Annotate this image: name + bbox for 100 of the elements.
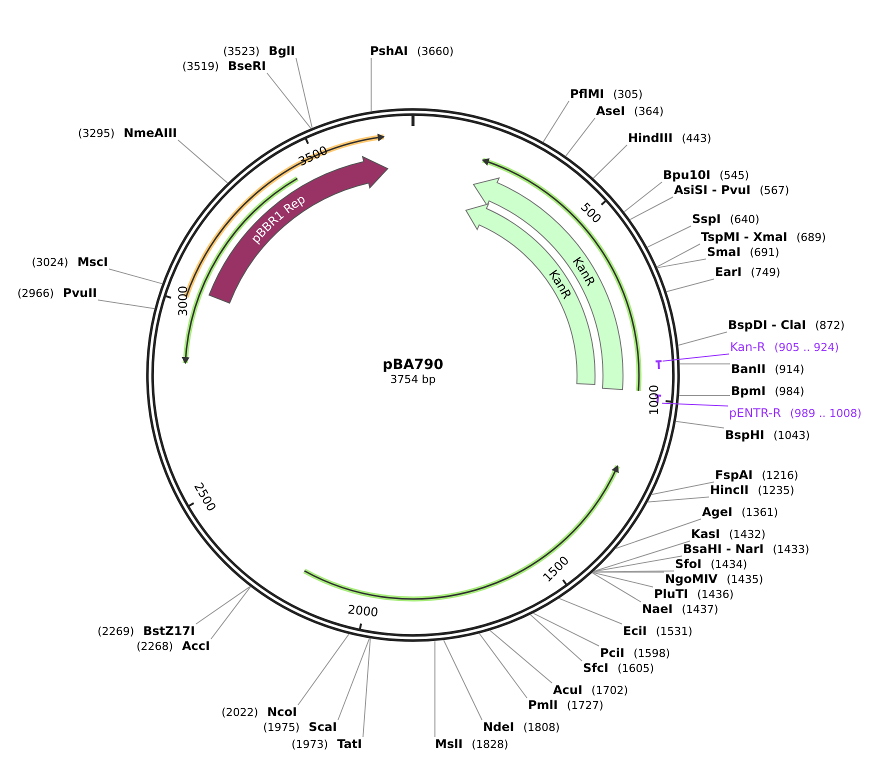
site-position: (984) (774, 385, 804, 398)
site-position: (872) (815, 319, 845, 332)
site-position: (364) (634, 105, 664, 118)
enzyme-name: PmlI (528, 698, 558, 712)
enzyme-name: BpmI (731, 384, 766, 398)
site-position: (1434) (710, 558, 748, 571)
site-position: (3523) (223, 45, 260, 58)
enzyme-name: NcoI (267, 705, 297, 719)
site-position: (1973) (291, 738, 328, 751)
site-position: (691) (750, 246, 780, 259)
enzyme-name: ScaI (308, 720, 337, 734)
enzyme-name: NdeI (483, 720, 514, 734)
leader-line (666, 278, 714, 292)
site-position: (1975) (263, 721, 300, 734)
enzyme-name: BsaHI - NarI (683, 542, 764, 556)
leader-line (646, 226, 692, 248)
enzyme-name: PvuII (62, 286, 97, 300)
enzyme-name: BanII (731, 362, 766, 376)
site-position: (1043) (773, 429, 810, 442)
enzyme-name: BglI (268, 44, 295, 58)
site-position: (3519) (182, 60, 219, 73)
leader-line (362, 638, 371, 738)
enzyme-name: MscI (77, 255, 108, 269)
enzyme-name: Bpu10I (663, 168, 710, 182)
site-position: (1605) (617, 662, 654, 675)
site-position: (905 .. 924) (774, 341, 839, 354)
enzyme-name: BstZ17I (143, 624, 195, 638)
leader-line (592, 572, 654, 588)
enzyme-name: AsiSI - PvuI (674, 183, 751, 197)
tick-label: 2000 (347, 602, 379, 620)
site-position: (989 .. 1008) (790, 407, 862, 420)
enzyme-name: NmeAIII (124, 126, 177, 140)
site-position: (2269) (98, 625, 134, 638)
enzyme-name: PluTI (654, 587, 688, 601)
enzyme-name: EarI (715, 265, 742, 279)
site-position: (1361) (741, 506, 778, 519)
site-position: (1433) (772, 543, 810, 556)
site-position: (1531) (656, 625, 692, 638)
enzyme-name: FspAI (715, 468, 753, 482)
site-position: (1235) (758, 484, 794, 497)
leader-line (178, 140, 228, 184)
enzyme-name: AcuI (553, 683, 582, 697)
enzyme-name: TspMI - XmaI (701, 230, 788, 244)
site-position: (567) (760, 184, 790, 197)
leader-line (338, 638, 370, 720)
site-position: (1435) (726, 573, 764, 586)
leader-line (592, 572, 642, 602)
leader-line (478, 633, 528, 698)
site-position: (305) (613, 88, 643, 101)
leader-line (678, 394, 730, 396)
leader-line (594, 540, 690, 572)
tick-label: 3000 (176, 286, 190, 316)
leader-line (675, 420, 724, 428)
leader-line (662, 354, 730, 362)
site-position: (640) (730, 213, 760, 226)
site-position: (443) (682, 132, 712, 145)
enzyme-name: SfcI (583, 661, 608, 675)
leader-line (434, 640, 436, 738)
leader-line (630, 196, 674, 220)
enzyme-name: PshAI (370, 44, 408, 58)
enzyme-name: AgeI (702, 505, 732, 519)
site-position: (1437) (682, 603, 718, 616)
leader-line (656, 258, 706, 268)
primer-name: Kan-R (730, 340, 766, 354)
site-position: (2268) (136, 640, 174, 653)
site-position: (1598) (634, 647, 670, 660)
site-position: (1216) (762, 469, 798, 482)
feature-arrow (473, 178, 624, 390)
enzyme-name: HindIII (628, 131, 673, 145)
leader-line (210, 586, 251, 640)
enzyme-name: NgoMIV (665, 572, 718, 586)
leader-line (298, 634, 350, 706)
enzyme-name: PciI (600, 646, 624, 660)
site-position: (914) (774, 363, 804, 376)
leader-line (542, 100, 570, 142)
leader-line (530, 614, 582, 662)
enzyme-name: KasI (691, 527, 720, 541)
enzyme-name: HincII (710, 483, 749, 497)
leader-line (662, 402, 728, 406)
enzyme-name: BspHI (725, 428, 764, 442)
site-position: (1432) (729, 528, 766, 541)
leader-line (296, 58, 313, 128)
plasmid-length: 3754 bp (390, 373, 436, 386)
enzyme-name: NaeI (642, 602, 673, 616)
site-position: (1436) (697, 588, 734, 601)
leader-line (679, 363, 730, 364)
primer-name: pENTR-R (729, 406, 782, 420)
leader-line (490, 630, 552, 684)
leader-line (370, 58, 372, 112)
leader-line (266, 72, 312, 129)
enzyme-name: TatI (337, 737, 362, 751)
site-position: (1702) (591, 684, 628, 697)
leader-line (196, 586, 251, 624)
site-position: (545) (719, 169, 750, 182)
leader-line (108, 268, 163, 284)
enzyme-name: BspDI - ClaI (728, 318, 806, 332)
enzyme-name: PflMI (570, 87, 604, 101)
leader-line (651, 482, 714, 496)
leader-line (593, 556, 682, 572)
plasmid-name: pBA790 (382, 357, 444, 373)
